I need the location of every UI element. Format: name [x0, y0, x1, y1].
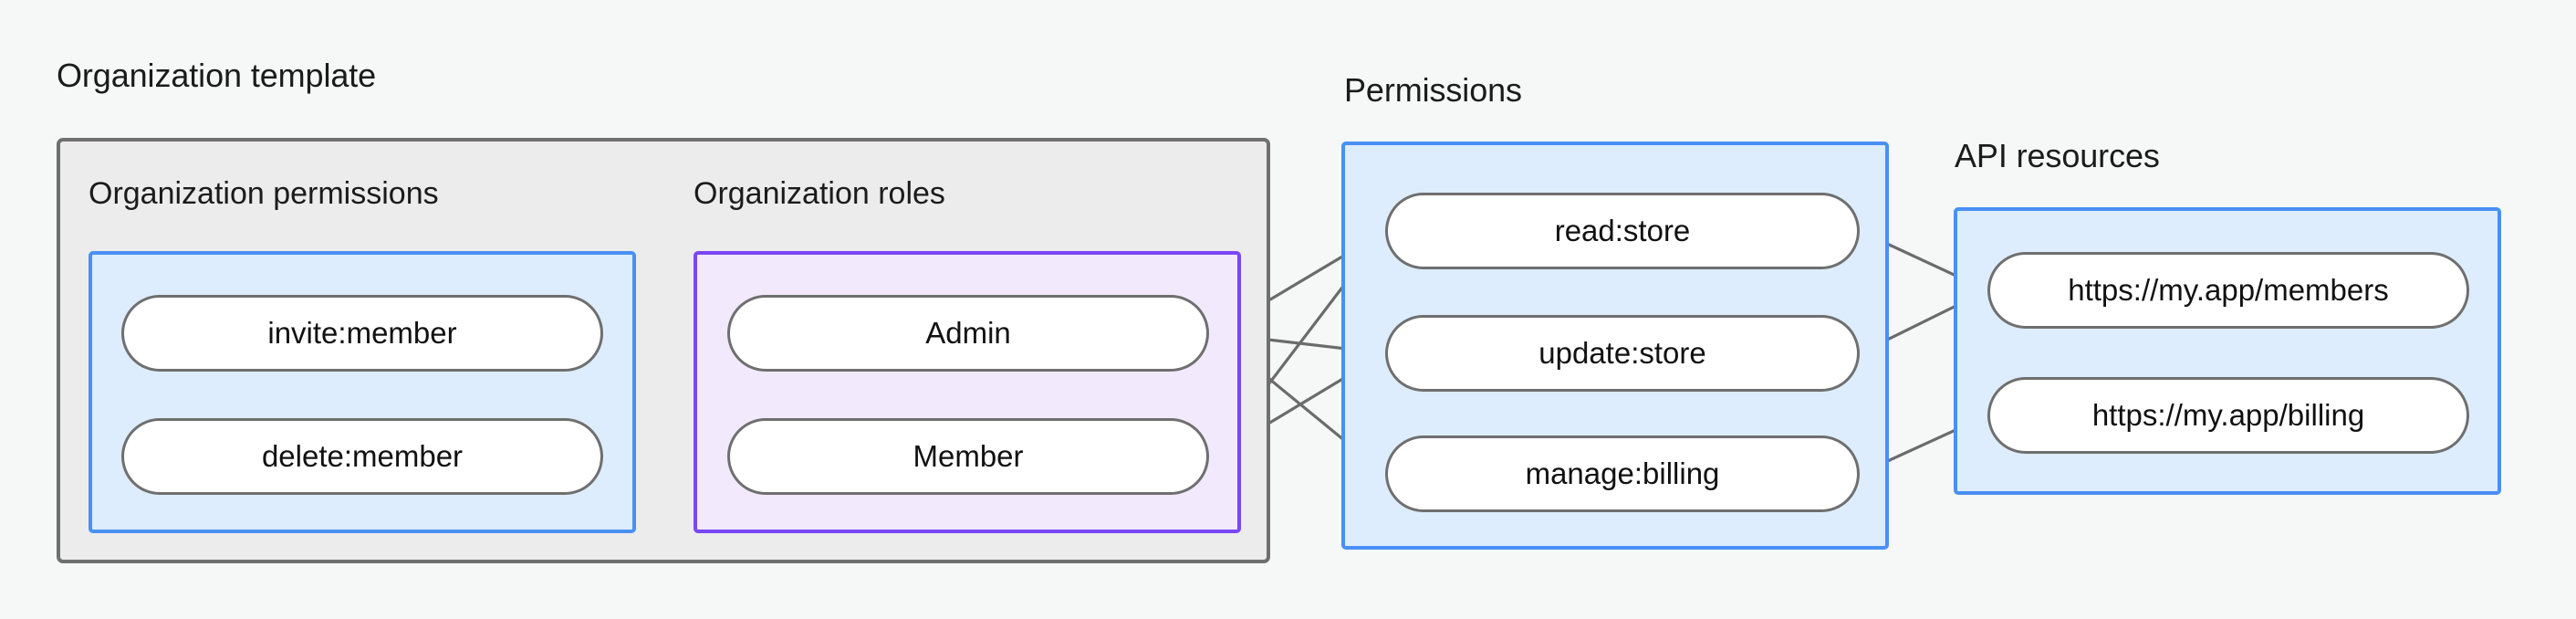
node-members-url[interactable]: https://my.app/members [1987, 252, 2469, 329]
subgroup-title-organization-roles: Organization roles [694, 176, 945, 211]
node-manage-billing[interactable]: manage:billing [1385, 435, 1860, 512]
node-billing-url[interactable]: https://my.app/billing [1987, 377, 2469, 454]
node-admin[interactable]: Admin [727, 295, 1209, 372]
node-update-store[interactable]: update:store [1385, 315, 1860, 392]
group-title-permissions: Permissions [1344, 71, 1522, 109]
group-title-api-resources: API resources [1955, 137, 2160, 174]
group-title-organization-template: Organization template [57, 57, 377, 94]
node-invite-member[interactable]: invite:member [121, 295, 603, 372]
node-member[interactable]: Member [727, 418, 1209, 495]
node-read-store[interactable]: read:store [1385, 193, 1860, 269]
subgroup-title-organization-permissions: Organization permissions [89, 176, 439, 211]
node-delete-member[interactable]: delete:member [121, 418, 603, 495]
